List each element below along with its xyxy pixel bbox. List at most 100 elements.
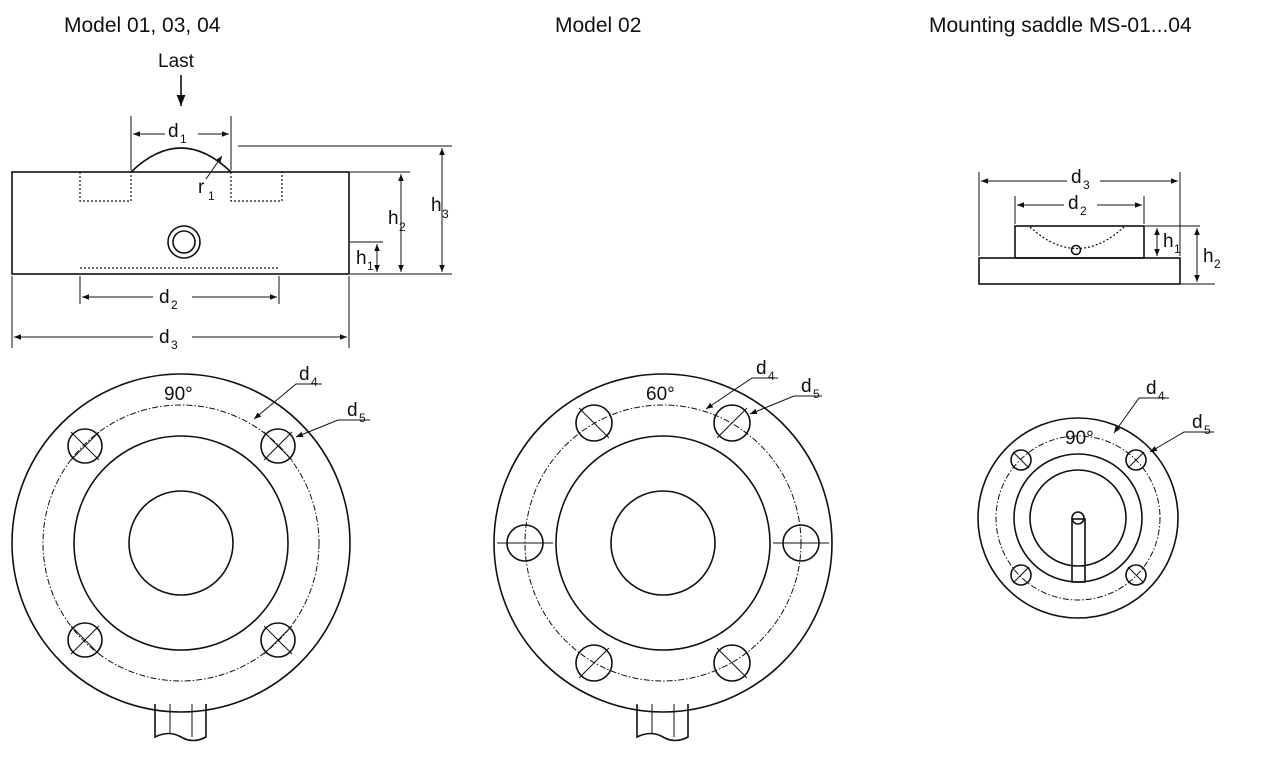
saddle-slot <box>1071 518 1086 583</box>
svg-text:h: h <box>1163 231 1174 252</box>
saddle-flange <box>977 417 1179 619</box>
center-boss <box>128 490 234 596</box>
saddle-side-view: d 3 d 2 h 1 h 2 <box>978 167 1221 285</box>
saddle-ball <box>1070 244 1082 256</box>
dim-d5: d 5 <box>347 400 366 425</box>
saddle-center-hole <box>1071 511 1085 525</box>
dim-h1: h 1 <box>1163 231 1181 256</box>
svg-text:d: d <box>1068 193 1079 214</box>
outer-ring <box>73 435 289 651</box>
outer-ring <box>555 435 771 651</box>
mounting-hole <box>260 428 296 464</box>
recess-right <box>230 172 283 202</box>
svg-text:d: d <box>801 376 812 397</box>
dim-h1: h 1 <box>356 248 374 273</box>
dim-d4: d 4 <box>299 364 318 389</box>
svg-text:4: 4 <box>311 375 318 389</box>
svg-text:5: 5 <box>359 411 366 425</box>
saddle-outer-ring <box>1013 453 1143 583</box>
svg-text:4: 4 <box>1158 389 1165 403</box>
cable-stub <box>154 704 207 742</box>
center-boss <box>610 490 716 596</box>
mounting-hole <box>713 644 751 682</box>
svg-text:d: d <box>159 287 170 308</box>
model-01-top-view: 90° d 4 d 5 <box>11 364 370 742</box>
svg-text:1: 1 <box>1174 242 1181 256</box>
svg-text:d: d <box>756 358 767 379</box>
mounting-hole <box>1010 564 1032 586</box>
mounting-hole <box>773 524 829 562</box>
dim-d2: d 2 <box>1068 193 1087 218</box>
mounting-hole <box>497 524 553 562</box>
mounting-hole <box>260 622 296 658</box>
svg-text:h: h <box>388 208 399 229</box>
angle-label: 90° <box>1065 428 1094 449</box>
load-button-dome <box>130 147 232 173</box>
angle-label: 60° <box>646 384 675 405</box>
recess-left <box>79 172 132 202</box>
base-flange <box>11 373 351 713</box>
dim-d4: d 4 <box>756 358 775 383</box>
mounting-hole <box>575 404 613 442</box>
svg-text:5: 5 <box>813 387 820 401</box>
saddle-top-block <box>1014 225 1145 259</box>
load-cell-body <box>11 171 350 275</box>
cable-stub <box>636 704 689 742</box>
bolt-circle <box>42 404 320 682</box>
saddle-base-plate <box>978 257 1181 285</box>
model-01-side-view: Last d 1 r 1 <box>11 51 452 352</box>
base-flange <box>493 373 833 713</box>
dim-r1: r 1 <box>198 177 215 203</box>
svg-text:1: 1 <box>367 259 374 273</box>
svg-text:h: h <box>356 248 367 269</box>
mounting-hole <box>575 644 613 682</box>
title-model-02: Model 02 <box>555 14 642 37</box>
svg-text:3: 3 <box>1083 178 1090 192</box>
svg-text:3: 3 <box>442 207 449 221</box>
dim-d5: d 5 <box>801 376 820 401</box>
svg-text:d: d <box>1192 412 1203 433</box>
bolt-circle <box>524 404 802 682</box>
cable-outlet-outer <box>167 225 201 259</box>
dim-d5: d 5 <box>1192 412 1211 437</box>
svg-text:h: h <box>431 195 442 216</box>
svg-text:d: d <box>347 400 358 421</box>
mounting-hole <box>67 428 103 464</box>
svg-text:2: 2 <box>1080 204 1087 218</box>
cable-outlet-inner <box>172 230 196 254</box>
svg-text:5: 5 <box>1204 423 1211 437</box>
title-model-01-03-04: Model 01, 03, 04 <box>64 14 221 37</box>
saddle-inner-ring <box>1029 469 1127 567</box>
svg-text:d: d <box>299 364 310 385</box>
svg-text:h: h <box>1203 246 1214 267</box>
svg-text:d: d <box>168 121 179 142</box>
svg-text:4: 4 <box>768 369 775 383</box>
dim-d3: d 3 <box>1071 167 1090 192</box>
saddle-socket <box>1029 226 1125 249</box>
saddle-bolt-circle <box>995 435 1161 601</box>
dim-h2: h 2 <box>388 208 406 234</box>
svg-text:3: 3 <box>171 338 178 352</box>
svg-text:2: 2 <box>399 220 406 234</box>
mounting-hole <box>1010 449 1032 471</box>
svg-text:r: r <box>198 177 205 198</box>
mounting-hole <box>1125 564 1147 586</box>
dim-d2: d 2 <box>159 287 178 312</box>
svg-text:1: 1 <box>180 132 187 146</box>
svg-text:2: 2 <box>1214 257 1221 271</box>
dim-h3: h 3 <box>431 195 449 221</box>
mounting-hole <box>67 622 103 658</box>
saddle-top-view: 90° d 4 d 5 <box>977 378 1214 619</box>
dim-d4: d 4 <box>1146 378 1165 403</box>
svg-text:2: 2 <box>171 298 178 312</box>
dim-d1: d 1 <box>168 121 187 146</box>
mounting-hole <box>713 404 751 442</box>
svg-text:d: d <box>1071 167 1082 188</box>
svg-text:1: 1 <box>208 189 215 203</box>
mounting-hole <box>1125 449 1147 471</box>
angle-label: 90° <box>164 384 193 405</box>
svg-text:d: d <box>1146 378 1157 399</box>
title-mounting-saddle: Mounting saddle MS-01...04 <box>929 14 1192 37</box>
